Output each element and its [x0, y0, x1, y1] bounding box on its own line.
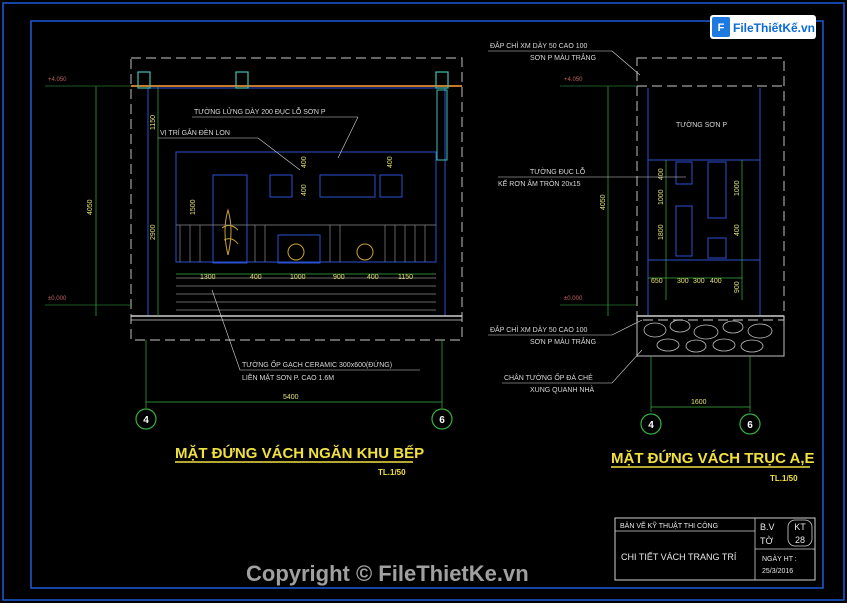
right-note-4a: CHÂN TƯỜNG ỐP ĐÁ CHẺ — [504, 372, 593, 382]
right-note-1a: ĐẮP CHỈ XM DÀY 50 CAO 100 — [490, 41, 587, 50]
tb-sheet-code: KT — [794, 522, 806, 532]
left-dim-row-3: 900 — [333, 274, 345, 281]
left-note-top: TƯỜNG LỬNG DÀY 200 ĐỤC LỖ SƠN P — [194, 107, 326, 116]
left-dim-row-2: 1000 — [290, 274, 306, 281]
right-dim-v-2: 400 — [734, 224, 741, 236]
svg-text:F: F — [718, 22, 725, 34]
left-dim-small-2: 400 — [301, 184, 308, 196]
left-dim-top-h: 1150 — [150, 115, 157, 130]
left-dim-mid-h: 2900 — [150, 224, 157, 240]
left-scale: TL.1/50 — [378, 468, 406, 477]
right-note-1b: SƠN P MÀU TRẮNG — [530, 53, 596, 62]
right-level-top: +4.050 — [564, 77, 583, 83]
right-axis-left: 4 — [648, 420, 654, 431]
tb-drawing-name: CHI TIẾT VÁCH TRANG TRÍ — [621, 552, 737, 562]
right-note-3a: ĐẮP CHỈ XM DÀY 50 CAO 100 — [490, 325, 587, 334]
right-dim-row-1: 300 — [677, 278, 689, 285]
right-elevation: +4.050 ±0.000 4050 400 1000 1800 1000 40… — [488, 41, 815, 483]
left-dim-row-0: 1300 — [200, 274, 216, 281]
watermark-text: Copyright © FileThietKe.vn — [246, 561, 529, 586]
left-dim-small-1: 400 — [301, 156, 308, 168]
logo: F FileThiếtKế.vn — [710, 15, 816, 39]
right-dim-1800: 1800 — [658, 224, 665, 240]
right-scale: TL.1/50 — [770, 474, 798, 483]
right-note-wall: TƯỜNG SƠN P — [676, 120, 727, 129]
left-elevation: +4.050 ±0.000 4050 1150 2900 1500 400 40… — [45, 57, 463, 477]
right-dim-v-0: 400 — [658, 168, 665, 180]
tb-bv-label: B.V — [760, 522, 775, 532]
logo-text: FileThiếtKế.vn — [733, 21, 815, 35]
right-dim-total-h: 4050 — [600, 194, 607, 210]
right-dim-row-2: 300 — [693, 278, 705, 285]
right-dim-row-0: 650 — [651, 278, 663, 285]
tb-date-label: NGÀY HT : — [762, 554, 797, 563]
right-note-4b: XUNG QUANH NHÀ — [530, 385, 595, 394]
right-axis-right: 6 — [747, 420, 753, 431]
right-dim-v-1: 1000 — [658, 189, 665, 205]
right-note-2b: KẾ RƠN ÂM TRÒN 20x15 — [498, 178, 581, 188]
right-note-2a: TƯỜNG ĐỤC LỖ — [530, 167, 586, 176]
tb-header: BẢN VẼ KỸ THUẬT THI CÔNG — [620, 521, 718, 530]
left-note-light: VỊ TRÍ GẮN ĐÈN LON — [160, 128, 230, 137]
right-dim-v-4: 900 — [734, 281, 741, 293]
left-dim-small-3: 400 — [387, 156, 394, 168]
right-title: MẶT ĐỨNG VÁCH TRỤC A,E — [611, 449, 815, 467]
right-dim-v-3: 1000 — [734, 180, 741, 196]
left-axis-left: 4 — [143, 415, 149, 426]
tb-sheet-no: 28 — [795, 535, 805, 545]
left-level-bottom: ±0.000 — [48, 296, 67, 302]
right-note-3b: SƠN P MÀU TRẮNG — [530, 337, 596, 346]
left-dim-total-w: 5400 — [283, 394, 299, 401]
right-dim-total-w: 1600 — [691, 399, 707, 406]
left-title: MẶT ĐỨNG VÁCH NGĂN KHU BẾP — [175, 444, 424, 462]
left-dashed-outline — [130, 57, 463, 341]
left-axis-right: 6 — [439, 415, 445, 426]
tb-date: 25/3/2016 — [762, 568, 793, 575]
left-dim-inner-h: 1500 — [190, 199, 197, 215]
title-block: BẢN VẼ KỸ THUẬT THI CÔNG B.V TỜ KT 28 CH… — [614, 517, 816, 581]
right-dim-row-3: 400 — [710, 278, 722, 285]
left-dim-row-4: 400 — [367, 274, 379, 281]
left-dim-row-5: 1150 — [398, 274, 413, 281]
left-note-bottom-1: TƯỜNG ỐP GẠCH CERAMIC 300x600(ĐỨNG) — [242, 359, 392, 369]
right-level-bottom: ±0.000 — [564, 296, 583, 302]
right-dashed-outline — [636, 57, 785, 321]
left-note-bottom-2: LIỀN MẶT SƠN P. CAO 1.6M — [242, 372, 334, 382]
left-dim-row-1: 400 — [250, 274, 262, 281]
left-dim-total-h: 4050 — [87, 199, 94, 215]
inner-frame — [30, 20, 824, 589]
tb-to-label: TỜ — [760, 536, 773, 546]
left-level-top: +4.050 — [48, 77, 67, 83]
